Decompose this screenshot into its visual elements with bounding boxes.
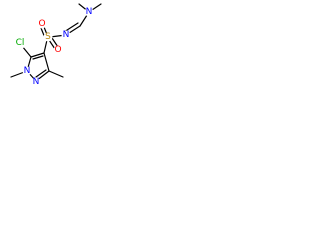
bond-n2-c3-inner [35, 69, 47, 78]
atom-s: S [43, 32, 53, 42]
atom-label-cl: Cl [16, 38, 25, 48]
bond-ch-n-double-b [63, 22, 79, 33]
bond-c3-methyl [48, 70, 64, 78]
atom-o-right: O [53, 45, 63, 55]
bond-s-o-right-b [48, 39, 56, 50]
atom-n2: N [31, 77, 41, 87]
atom-labels: N N S O O Cl N N [14, 7, 94, 87]
atom-n-dimethyl: N [84, 7, 94, 17]
molecule-structure-diagram: N N S O O Cl N N [10, 3, 102, 87]
atom-label-n2: N [33, 77, 40, 87]
atom-o-left: O [37, 19, 47, 29]
bond-s-o-right-a [51, 37, 59, 48]
atom-label-n1: N [24, 66, 31, 76]
atom-label-o-right: O [54, 45, 61, 55]
atom-label-o-left: O [38, 19, 45, 29]
atom-n1: N [22, 66, 32, 76]
atom-label-n-dimethyl: N [86, 7, 93, 17]
atom-label-s: S [45, 32, 51, 42]
atom-n-imine: N [61, 30, 71, 40]
bond-s-c4 [43, 39, 48, 54]
bond-c4-c5 [30, 52, 45, 58]
atom-label-n-imine: N [63, 30, 70, 40]
bond-c4-c5-inner [32, 55, 44, 60]
atom-cl: Cl [14, 37, 26, 49]
bond-c3-c4 [43, 52, 50, 72]
